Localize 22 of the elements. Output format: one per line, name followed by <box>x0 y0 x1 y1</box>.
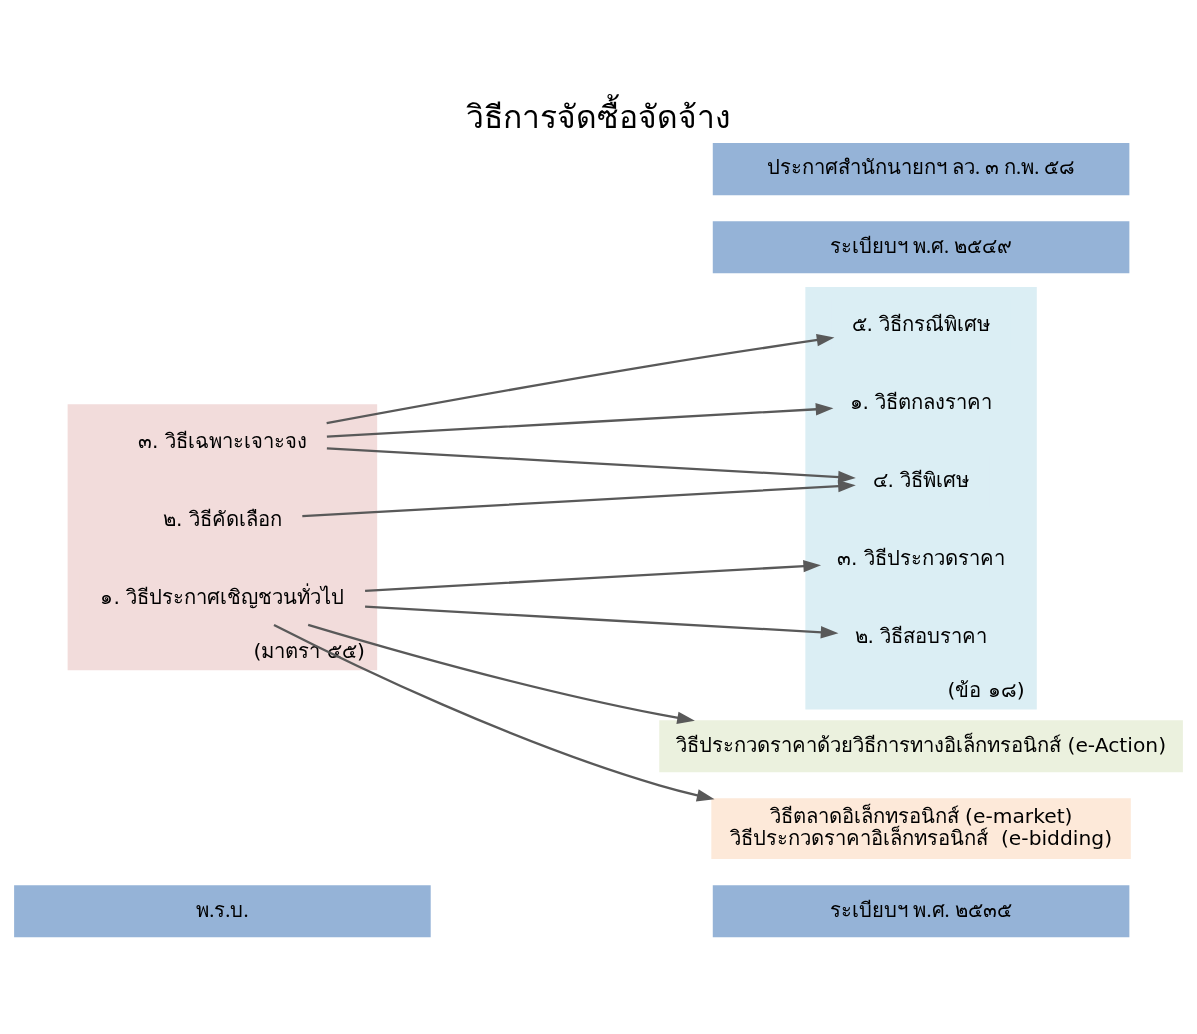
arrow <box>326 333 835 425</box>
node-box: พ.ร.บ. <box>14 885 431 938</box>
node-text: ๕. วิธีกรณีพิเศษ <box>851 311 991 336</box>
node-text: ๔. วิธีพิเศษ <box>872 467 970 492</box>
node-box: ระเบียบฯ พ.ศ. ๒๕๔๙ <box>712 221 1130 274</box>
node-text: ๒. วิธีสอบราคา <box>854 624 988 649</box>
arrow <box>365 560 821 592</box>
arrow <box>365 605 839 639</box>
arrow <box>326 403 834 438</box>
arrow <box>273 623 715 802</box>
node-box: วิธีประกวดราคาด้วยวิธีการทางอิเล็กทรอนิกส์ (e-Action) <box>659 720 1183 773</box>
node-text: ๒. วิธีคัดเลือก <box>162 506 282 531</box>
node-text: ๓. วิธีเฉพาะเจาะจง <box>137 428 307 453</box>
node-box: วิธีตลาดอิเล็กทรอนิกส์ (e-market) วิธีประกวดราคาอิเล็กทรอนิกส์ (e-bidding) <box>711 798 1131 860</box>
arrow <box>302 479 856 518</box>
node-text: ๑. วิธีประกาศเชิญชวนทั่วไป <box>100 585 345 610</box>
node-box: ประกาศสำนักนายกฯ ลว. ๓ ก.พ. ๕๘ <box>712 143 1130 196</box>
node-text: ๓. วิธีประกวดราคา <box>837 546 1006 571</box>
node-text: ๑. วิธีตกลงราคา <box>849 389 993 414</box>
arrow <box>326 447 856 484</box>
arrow <box>307 623 695 724</box>
node-box: ระเบียบฯ พ.ศ. ๒๕๓๕ <box>712 885 1130 938</box>
